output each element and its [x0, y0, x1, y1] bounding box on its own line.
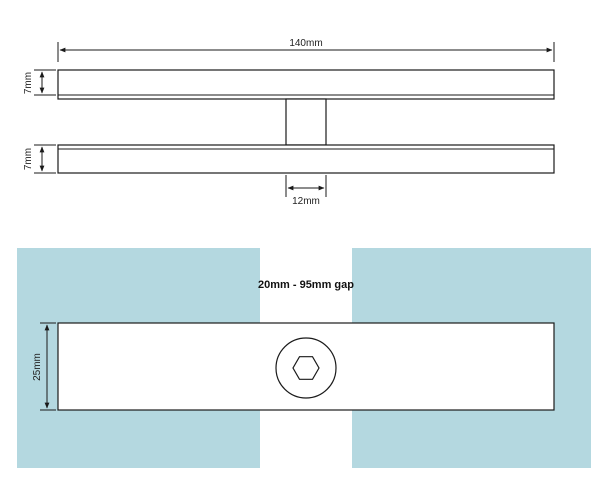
length-dimension: 140mm: [57, 38, 555, 62]
top-thickness-label: 7mm: [23, 72, 34, 94]
bottom-thickness-dimension: 7mm: [23, 144, 56, 174]
spacer-width-dimension: 12mm: [285, 175, 327, 207]
gap-label: 20mm - 95mm gap: [258, 279, 354, 291]
spacer-width-label: 12mm: [292, 196, 320, 207]
top-thickness-dimension: 7mm: [23, 69, 56, 96]
width-dimension: 25mm: [32, 322, 56, 411]
top-plate: [57, 69, 555, 100]
bottom-thickness-label: 7mm: [23, 148, 34, 170]
hex-socket-bolt-icon: [275, 337, 337, 399]
plan-view: 20mm - 95mm gap 25mm: [17, 248, 591, 468]
width-label: 25mm: [32, 353, 43, 381]
bottom-plate: [57, 144, 555, 174]
side-view: 140mm 7mm 7mm: [23, 38, 555, 207]
spacer-block: [285, 98, 327, 146]
length-label: 140mm: [289, 38, 322, 49]
